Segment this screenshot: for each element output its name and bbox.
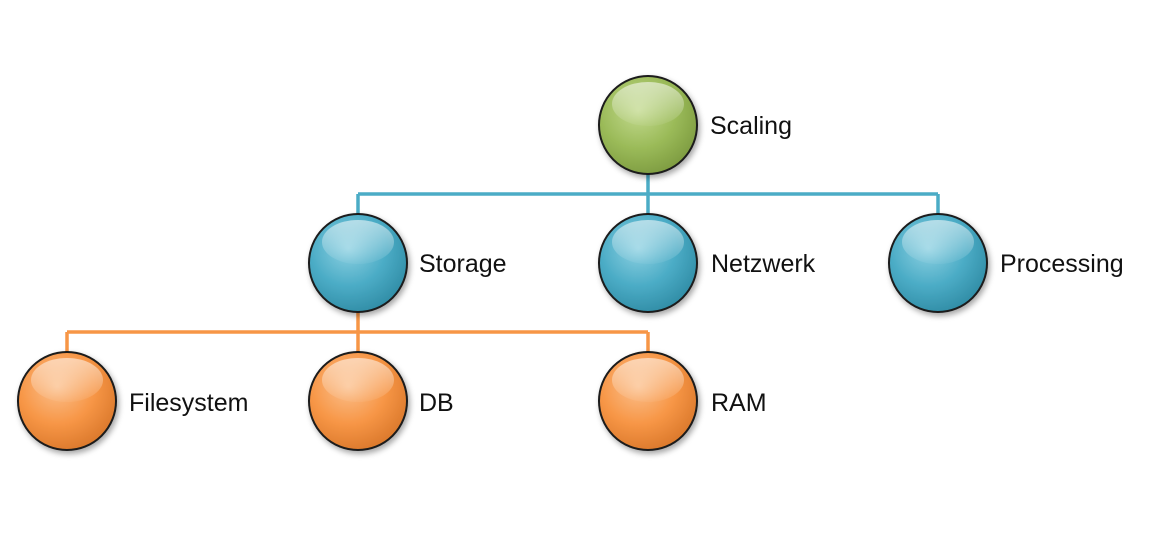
node-gloss: [322, 358, 394, 402]
node-gloss: [612, 220, 684, 264]
connectors-level2: [65, 312, 650, 352]
node-gloss: [902, 220, 974, 264]
node-gloss: [612, 82, 684, 126]
node-gloss: [322, 220, 394, 264]
node-ram: RAM: [598, 351, 767, 451]
node-filesystem: Filesystem: [17, 351, 248, 451]
node-label: Filesystem: [129, 389, 248, 417]
node-label: DB: [419, 389, 454, 417]
node-label: Processing: [1000, 250, 1124, 278]
node-label: RAM: [711, 389, 767, 417]
node-label: Scaling: [710, 112, 792, 140]
node-gloss: [612, 358, 684, 402]
node-gloss: [31, 358, 103, 402]
node-scaling: Scaling: [598, 75, 792, 175]
node-db: DB: [308, 351, 454, 451]
node-label: Netzwerk: [711, 250, 816, 278]
node-netzwerk: Netzwerk: [598, 213, 816, 313]
node-storage: Storage: [308, 213, 507, 313]
node-processing: Processing: [888, 213, 1124, 313]
connectors-level1: [356, 173, 940, 214]
node-label: Storage: [419, 250, 507, 278]
